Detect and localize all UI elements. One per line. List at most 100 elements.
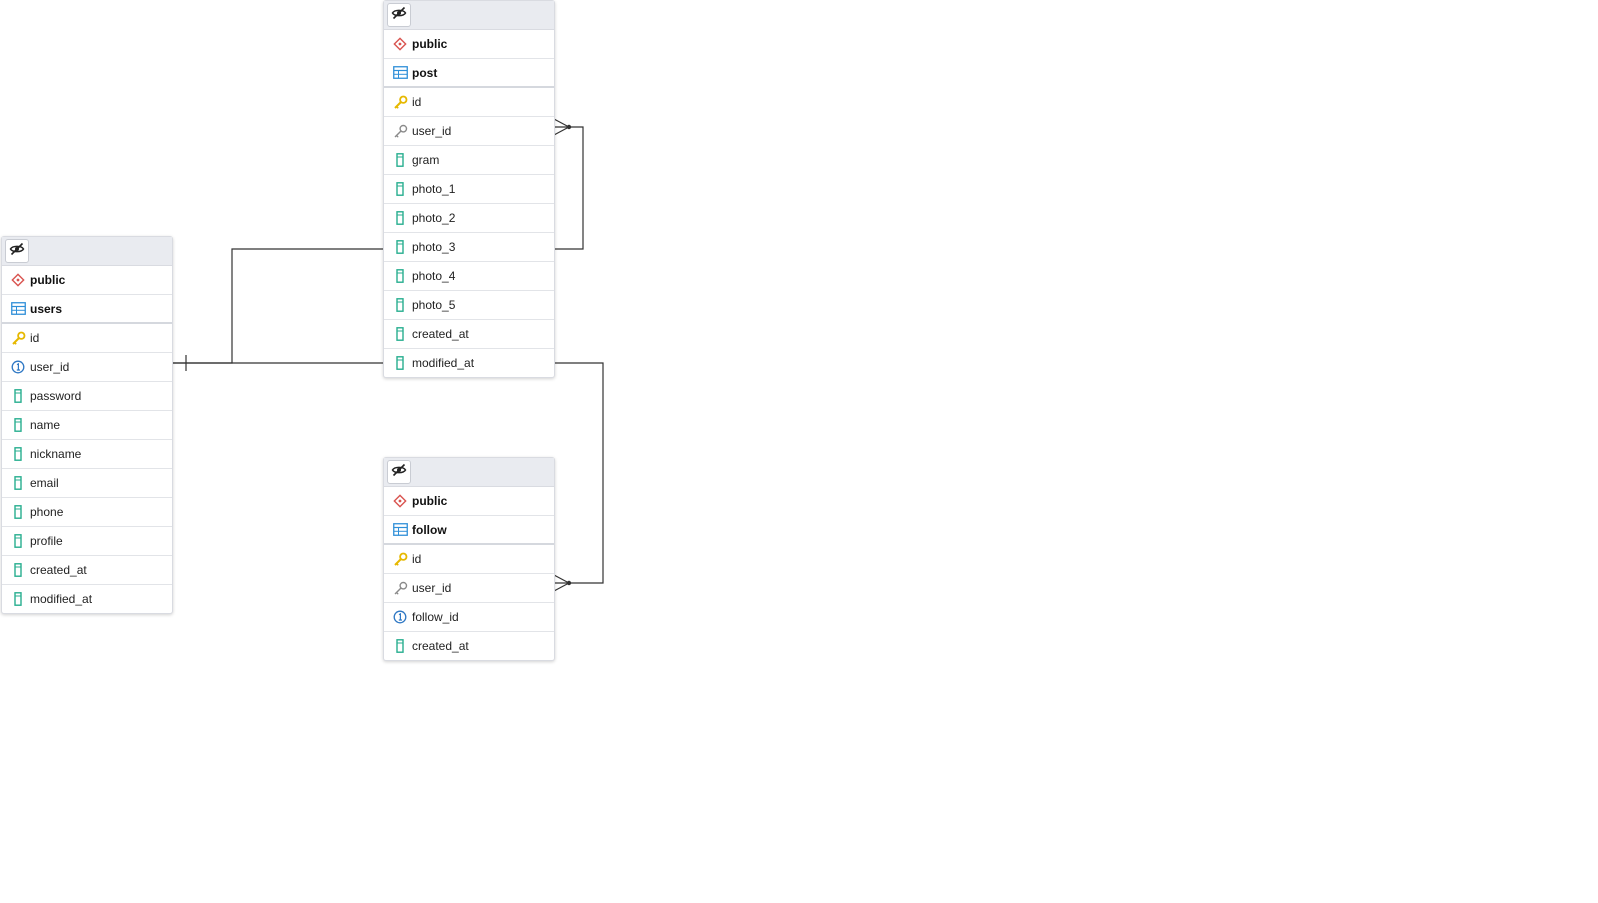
table-follow[interactable]: public follow id user_id follow_id created_… — [383, 457, 555, 661]
column-row[interactable]: password — [2, 382, 172, 411]
column-icon — [10, 388, 26, 404]
column-name: id — [30, 331, 40, 345]
column-name: user_id — [30, 360, 70, 374]
schema-row: public — [2, 266, 172, 295]
column-name: follow_id — [412, 610, 459, 624]
visibility-toggle-button[interactable] — [5, 239, 29, 263]
column-row[interactable]: photo_1 — [384, 175, 554, 204]
column-name: photo_1 — [412, 182, 456, 196]
table-grid-icon — [392, 522, 408, 538]
table-users[interactable]: public users id user_id password name nickna… — [1, 236, 173, 614]
column-row[interactable]: photo_2 — [384, 204, 554, 233]
foreign-key-icon — [392, 123, 408, 139]
column-row[interactable]: phone — [2, 498, 172, 527]
schema-name: public — [412, 494, 448, 508]
column-row[interactable]: id — [384, 88, 554, 117]
column-name: name — [30, 418, 61, 432]
key-icon — [392, 94, 408, 110]
schema-diamond-icon — [392, 493, 408, 509]
column-icon — [10, 475, 26, 491]
column-icon — [392, 268, 408, 284]
column-icon — [392, 355, 408, 371]
column-row[interactable]: gram — [384, 146, 554, 175]
column-icon — [10, 562, 26, 578]
visibility-toggle-button[interactable] — [387, 3, 411, 27]
column-row[interactable]: photo_4 — [384, 262, 554, 291]
unique-index-icon — [392, 609, 408, 625]
table-header — [384, 1, 554, 30]
column-icon — [392, 239, 408, 255]
column-name: nickname — [30, 447, 82, 461]
column-name: photo_2 — [412, 211, 456, 225]
schema-row: public — [384, 487, 554, 516]
column-row[interactable]: user_id — [2, 353, 172, 382]
column-name: photo_5 — [412, 298, 456, 312]
column-name: phone — [30, 505, 64, 519]
schema-row: public — [384, 30, 554, 59]
unique-index-icon — [10, 359, 26, 375]
column-icon — [10, 591, 26, 607]
column-name: modified_at — [30, 592, 93, 606]
column-name: created_at — [412, 639, 469, 653]
column-row[interactable]: nickname — [2, 440, 172, 469]
schema-diamond-icon — [10, 272, 26, 288]
eye-slash-icon — [391, 462, 407, 483]
column-row[interactable]: modified_at — [384, 349, 554, 377]
many-cardinality-marker-post — [553, 118, 572, 136]
table-header — [2, 237, 172, 266]
table-name-row: post — [384, 59, 554, 88]
visibility-toggle-button[interactable] — [387, 460, 411, 484]
column-name: modified_at — [412, 356, 475, 370]
column-row[interactable]: created_at — [384, 632, 554, 660]
column-row[interactable]: modified_at — [2, 585, 172, 613]
column-icon — [392, 181, 408, 197]
column-name: photo_3 — [412, 240, 456, 254]
column-row[interactable]: created_at — [384, 320, 554, 349]
column-icon — [10, 533, 26, 549]
column-icon — [10, 504, 26, 520]
table-name-row: follow — [384, 516, 554, 545]
table-grid-icon — [10, 301, 26, 317]
column-icon — [392, 297, 408, 313]
schema-name: public — [30, 273, 66, 287]
column-name: photo_4 — [412, 269, 456, 283]
column-row[interactable]: user_id — [384, 574, 554, 603]
table-header — [384, 458, 554, 487]
schema-name: public — [412, 37, 448, 51]
column-row[interactable]: id — [384, 545, 554, 574]
table-name: follow — [412, 522, 447, 537]
column-icon — [392, 210, 408, 226]
column-icon — [392, 638, 408, 654]
column-icon — [10, 446, 26, 462]
column-name: user_id — [412, 581, 452, 595]
column-name: gram — [412, 153, 440, 167]
table-grid-icon — [392, 65, 408, 81]
column-name: created_at — [412, 327, 469, 341]
column-name: profile — [30, 534, 63, 548]
key-icon — [10, 330, 26, 346]
column-name: user_id — [412, 124, 452, 138]
column-row[interactable]: photo_3 — [384, 233, 554, 262]
column-row[interactable]: user_id — [384, 117, 554, 146]
column-icon — [392, 152, 408, 168]
column-row[interactable]: follow_id — [384, 603, 554, 632]
foreign-key-icon — [392, 580, 408, 596]
column-row[interactable]: id — [2, 324, 172, 353]
table-name-row: users — [2, 295, 172, 324]
column-name: email — [30, 476, 59, 490]
table-name: post — [412, 65, 438, 80]
relationship-users-follow — [171, 362, 604, 584]
column-icon — [10, 417, 26, 433]
column-row[interactable]: profile — [2, 527, 172, 556]
eye-slash-icon — [391, 5, 407, 26]
column-icon — [392, 326, 408, 342]
table-name: users — [30, 301, 63, 316]
key-icon — [392, 551, 408, 567]
column-row[interactable]: photo_5 — [384, 291, 554, 320]
column-row[interactable]: name — [2, 411, 172, 440]
column-row[interactable]: email — [2, 469, 172, 498]
column-row[interactable]: created_at — [2, 556, 172, 585]
